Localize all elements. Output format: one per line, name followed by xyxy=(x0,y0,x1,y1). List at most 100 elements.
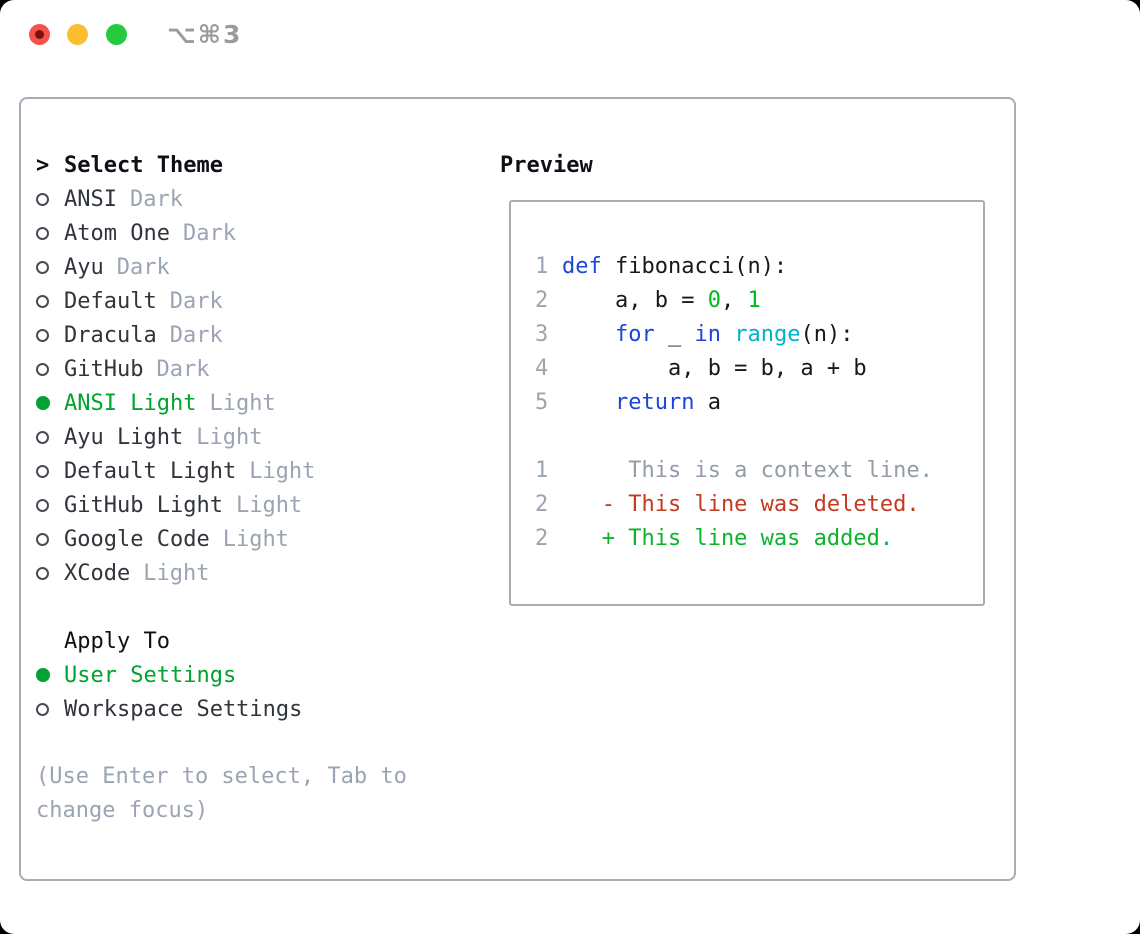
radio-icon xyxy=(36,362,49,376)
code-token: return xyxy=(614,389,695,415)
radio-icon xyxy=(36,396,50,410)
code-token: for xyxy=(614,321,655,347)
code-token xyxy=(562,390,615,415)
radio-icon xyxy=(36,294,49,308)
radio-icon xyxy=(36,328,49,342)
radio-icon xyxy=(36,192,49,206)
radio-icon xyxy=(36,498,49,512)
apply-option-user-settings[interactable]: User Settings xyxy=(36,658,302,692)
theme-option-default-dark[interactable]: Default Dark xyxy=(36,284,315,318)
line-number: 1 xyxy=(535,457,549,483)
select-theme-header: > Select Theme xyxy=(36,148,315,182)
preview-blank-line xyxy=(535,419,983,453)
theme-option-atom-one-dark[interactable]: Atom One Dark xyxy=(36,216,315,250)
select-theme-title: Select Theme xyxy=(64,152,223,178)
theme-variant: Light xyxy=(222,526,289,552)
preview-code-line: 3 for _ in range(n): xyxy=(535,317,983,351)
theme-name: ANSI xyxy=(64,186,117,212)
theme-option-ayu-dark[interactable]: Ayu Dark xyxy=(36,250,315,284)
line-number: 2 xyxy=(535,287,549,313)
line-number: 2 xyxy=(535,525,549,551)
radio-icon xyxy=(36,226,49,240)
window-title: ⌥⌘3 xyxy=(167,20,243,49)
theme-variant: Dark xyxy=(169,288,223,314)
code-token xyxy=(562,322,615,347)
apply-option-label: User Settings xyxy=(64,662,237,688)
theme-variant: Dark xyxy=(182,220,236,246)
theme-option-github-dark[interactable]: GitHub Dark xyxy=(36,352,315,386)
line-number: 1 xyxy=(535,253,549,279)
code-token: range xyxy=(734,321,801,347)
code-token: _ xyxy=(654,321,695,347)
preview-diff-added-line: 2 + This line was added. xyxy=(535,521,983,555)
preview-diff-context-line: 1 This is a context line. xyxy=(535,453,983,487)
code-token: 0 xyxy=(707,287,721,313)
theme-variant: Light xyxy=(196,424,263,450)
theme-variant: Light xyxy=(235,492,303,518)
theme-variant: Light xyxy=(249,458,316,484)
theme-variant: Dark xyxy=(169,322,223,348)
theme-name: Ayu xyxy=(64,254,104,280)
theme-option-dracula-dark[interactable]: Dracula Dark xyxy=(36,318,315,352)
theme-name: Default Light xyxy=(64,458,237,484)
radio-icon xyxy=(36,566,49,580)
code-token: - This line was deleted. xyxy=(562,491,920,517)
theme-name: Dracula xyxy=(64,322,157,348)
preview-header: Preview xyxy=(500,148,593,182)
code-token: a xyxy=(694,389,721,415)
theme-option-ayu-light[interactable]: Ayu Light Light xyxy=(36,420,315,454)
radio-icon xyxy=(36,430,49,444)
theme-option-ansi-dark[interactable]: ANSI Dark xyxy=(36,182,315,216)
close-button[interactable] xyxy=(29,24,50,45)
code-token xyxy=(721,322,734,347)
radio-icon xyxy=(36,668,50,682)
theme-name: Atom One xyxy=(64,220,170,246)
theme-name: Google Code xyxy=(64,526,210,552)
theme-list: > Select Theme ANSI Dark Atom One Dark A… xyxy=(36,148,315,590)
apply-option-workspace-settings[interactable]: Workspace Settings xyxy=(36,692,302,726)
theme-option-github-light[interactable]: GitHub Light Light xyxy=(36,488,315,522)
radio-icon xyxy=(36,464,49,478)
radio-icon xyxy=(36,532,49,546)
theme-name: GitHub xyxy=(64,356,144,382)
code-token: This is a context line. xyxy=(562,457,933,483)
unsaved-indicator-dot xyxy=(35,30,44,39)
theme-option-ansi-light[interactable]: ANSI Light Light xyxy=(36,386,315,420)
theme-option-google-code-light[interactable]: Google Code Light xyxy=(36,522,315,556)
theme-variant: Dark xyxy=(129,186,183,212)
preview-diff-deleted-line: 2 - This line was deleted. xyxy=(535,487,983,521)
apply-to-section: Apply To User Settings Workspace Setting… xyxy=(36,624,302,726)
zoom-button[interactable] xyxy=(106,24,127,45)
theme-selector-panel: > Select Theme ANSI Dark Atom One Dark A… xyxy=(19,97,1016,881)
theme-name: Ayu Light xyxy=(64,424,184,450)
code-token: in xyxy=(694,321,721,347)
line-number: 4 xyxy=(535,355,549,381)
theme-option-default-light[interactable]: Default Light Light xyxy=(36,454,315,488)
code-token: (n): xyxy=(800,321,854,347)
code-token: a, b = b, a + b xyxy=(562,355,867,381)
code-token: 1 xyxy=(747,287,761,313)
theme-option-xcode-light[interactable]: XCode Light xyxy=(36,556,315,590)
code-token: , xyxy=(720,287,748,313)
theme-name: ANSI Light xyxy=(64,390,197,416)
line-number: 3 xyxy=(535,321,549,347)
code-token: + This line was added. xyxy=(562,525,894,551)
preview-code-line: 4 a, b = b, a + b xyxy=(535,351,983,385)
focus-caret-icon: > xyxy=(36,152,50,178)
theme-name: Default xyxy=(64,288,157,314)
theme-variant: Dark xyxy=(156,356,210,382)
code-token: fibonacci(n): xyxy=(601,253,788,279)
apply-to-header: Apply To xyxy=(36,624,302,658)
theme-name: GitHub Light xyxy=(64,492,223,518)
theme-variant: Light xyxy=(143,560,210,586)
radio-icon xyxy=(36,260,49,274)
preview-code-line: 5 return a xyxy=(535,385,983,419)
code-token: a, b = xyxy=(562,287,708,313)
apply-option-label: Workspace Settings xyxy=(64,696,303,722)
theme-variant: Dark xyxy=(116,254,170,280)
minimize-button[interactable] xyxy=(67,24,88,45)
theme-name: XCode xyxy=(64,560,131,586)
